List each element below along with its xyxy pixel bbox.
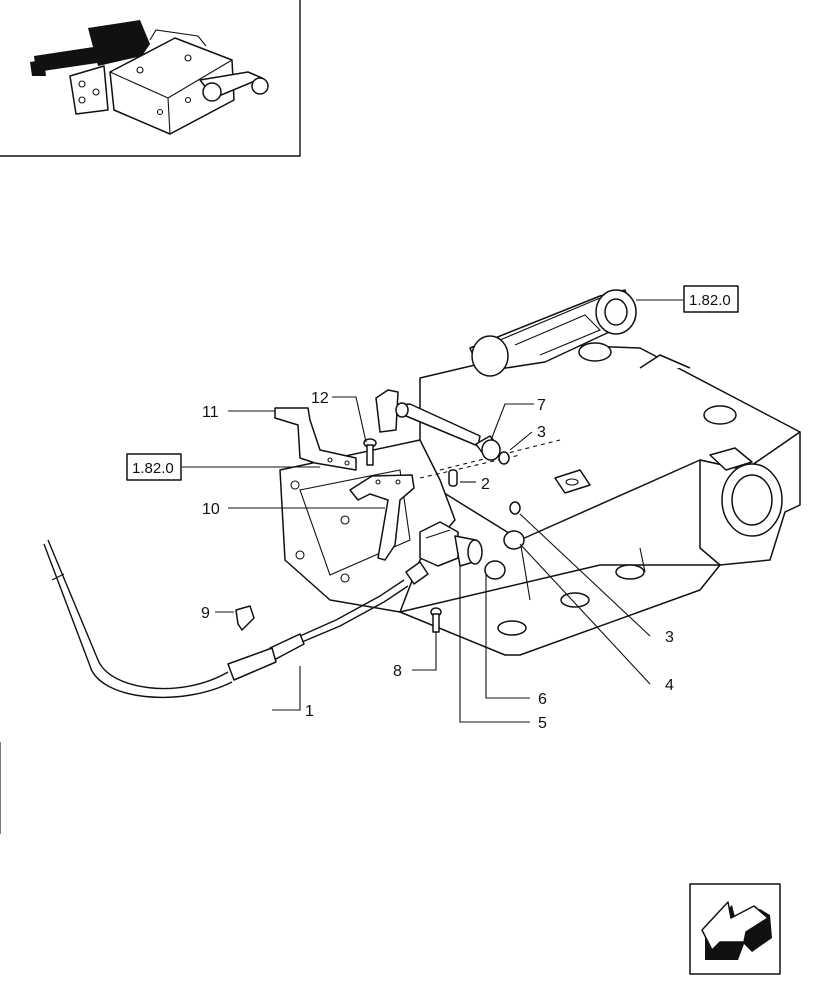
callout-11: 11: [202, 404, 219, 421]
callout-2: 2: [481, 476, 490, 493]
leader-lines: [0, 299, 683, 834]
o-ring-part-3-lower: [509, 501, 521, 515]
callout-1: 1: [305, 703, 314, 720]
control-rod: [375, 389, 481, 447]
callout-4: 4: [665, 677, 674, 694]
callout-10: 10: [202, 501, 220, 518]
overview-thumbnail: [0, 0, 301, 157]
reference-box-top[interactable]: 1.82.0: [683, 285, 739, 313]
callout-3-lower: 3: [665, 629, 674, 646]
o-ring-part-3-upper: [498, 451, 510, 465]
cable-part-1: [43, 539, 429, 699]
callout-5: 5: [538, 715, 547, 732]
switch-part-5: [419, 521, 483, 567]
callout-3-upper: 3: [537, 424, 546, 441]
callout-8: 8: [393, 663, 402, 680]
callout-7: 7: [537, 397, 546, 414]
bracket-part-11: [274, 407, 357, 471]
callout-6: 6: [538, 691, 547, 708]
clip-part-9: [235, 605, 255, 631]
pin-part-2: [448, 469, 458, 487]
plug-part-4: [503, 530, 525, 550]
bolt-part-12: [363, 438, 377, 466]
overview-thumbnail-icon: [30, 20, 269, 135]
reference-label-top: 1.82.0: [689, 292, 731, 309]
callouts: 1 2 3 3 4 5 6 7 8 9 10 11 12: [201, 390, 674, 732]
bracket-part-10: [349, 474, 415, 561]
callout-12: 12: [311, 390, 329, 407]
callout-9: 9: [201, 605, 210, 622]
plug-part-6: [484, 560, 506, 580]
reference-box-left[interactable]: 1.82.0: [126, 453, 182, 481]
screw-part-8: [430, 607, 442, 633]
next-page-button[interactable]: [689, 883, 781, 975]
reference-label-left: 1.82.0: [132, 460, 174, 477]
next-page-arrow-icon: [701, 901, 772, 960]
lift-arm: [469, 289, 637, 377]
thumbnail-frame: [0, 0, 301, 157]
